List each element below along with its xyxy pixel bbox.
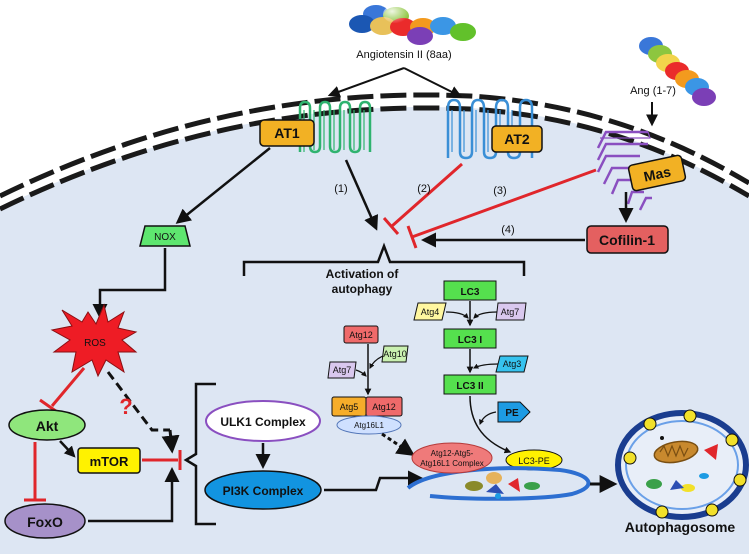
pe-arrow	[479, 411, 497, 426]
mas-badge	[627, 154, 687, 192]
pathway-3-label: (3)	[493, 185, 506, 197]
cargo-particles	[465, 472, 540, 499]
at2-badge	[491, 125, 543, 153]
atg3-tag	[495, 355, 529, 373]
atg10-arrow	[369, 355, 384, 369]
atg4-label: Atg4	[421, 307, 440, 317]
ang2-to-at2-arrow	[403, 67, 463, 98]
atg16l1-to-complex-arrow	[381, 432, 415, 456]
atg12-top-label: Atg12	[349, 330, 373, 340]
activation-brace	[242, 242, 526, 276]
pe-label: PE	[505, 408, 519, 419]
at2-inhibition-bar	[382, 217, 400, 235]
angiotensin-ii-ligand	[349, 5, 476, 45]
atg12-conj-label: Atg12	[372, 402, 396, 412]
lc3-i-label: LC3 I	[458, 335, 483, 346]
atg4-tag	[413, 302, 447, 321]
activation-label-2: autophagy	[332, 282, 393, 296]
cofilin-1-box	[586, 225, 669, 254]
ang2-to-at1-arrow	[327, 67, 405, 98]
akt-node	[8, 409, 86, 441]
atg16l1-label: Atg16L1	[354, 421, 384, 430]
atg12-atg5-atg16l1-complex	[411, 442, 493, 474]
ulk1-complex-label: ULK1 Complex	[220, 415, 306, 429]
mtor-label: mTOR	[90, 454, 129, 469]
atg4-arrow	[445, 311, 469, 319]
atg7-left-label: Atg7	[333, 365, 352, 375]
lc3-pe-label: LC3-PE	[518, 456, 550, 466]
nox-label: NOX	[154, 232, 176, 243]
foxo-label: FoxO	[27, 514, 63, 530]
pathway-1-label: (1)	[334, 183, 347, 195]
akt-to-mtor-arrow	[59, 440, 76, 458]
autophagosome-label: Autophagosome	[625, 519, 736, 535]
at2-inhibition-line	[391, 162, 463, 228]
ang-1-7-ligand	[639, 37, 716, 106]
atg7-left-tag	[327, 361, 357, 379]
at1-to-nox-arrow	[175, 147, 271, 224]
unknown-link-question: ?	[119, 394, 132, 419]
ang-1-7-label: Ang (1-7)	[630, 85, 676, 97]
at2-receptor	[446, 98, 534, 160]
complex-brace	[183, 382, 216, 526]
mtor-box	[77, 447, 141, 474]
pi3k-complex-node	[204, 470, 322, 510]
complex-label-2: Atg16L1 Complex	[420, 459, 484, 468]
pi3k-complex-label: PI3K Complex	[223, 484, 304, 498]
mas-inhibition-line	[411, 168, 597, 239]
at1-badge	[259, 119, 315, 147]
atg16l1-node	[336, 415, 402, 435]
atg5-label: Atg5	[340, 402, 359, 412]
lc3-ii-label: LC3 II	[456, 381, 483, 392]
mas-label: Mas	[642, 163, 672, 184]
nox-to-ros-arrow	[92, 248, 167, 319]
ulk1-complex-node	[205, 400, 321, 442]
atg7-right-label: Atg7	[501, 307, 520, 317]
nox-box	[139, 225, 191, 247]
at1-activation-arrow	[344, 159, 379, 231]
foxo-node	[4, 503, 86, 539]
pi3k-to-phagophore-arrow	[324, 470, 423, 492]
mas-inhibition-bar	[406, 225, 418, 249]
akt-label: Akt	[36, 418, 59, 434]
atg10-label: Atg10	[383, 349, 407, 359]
atg7-left-arrow	[355, 369, 367, 377]
atg3-arrow	[473, 363, 499, 369]
lc3-label: LC3	[461, 287, 480, 298]
pathway-2-label: (2)	[417, 183, 430, 195]
atg7-right-tag	[495, 302, 527, 321]
ros-dashed-link	[106, 371, 170, 432]
autophagosome	[615, 409, 749, 520]
ros-burst	[50, 303, 138, 378]
pathway-4-label: (4)	[501, 224, 514, 236]
at2-label: AT2	[504, 131, 530, 147]
at1-label: AT1	[274, 125, 300, 141]
lc3ii-to-lc3pe-arrow	[469, 395, 512, 454]
lc3-box	[443, 280, 497, 301]
lc3-ii-box	[443, 374, 497, 395]
ros-dashed-arrow	[161, 429, 180, 454]
foxo-activation-arrow	[88, 467, 180, 523]
lc3-i-box	[443, 328, 497, 349]
angiotensin-ii-label: Angiotensin II (8aa)	[356, 49, 451, 61]
atg12-top-box	[343, 325, 379, 344]
ros-label: ROS	[84, 338, 106, 349]
atg3-label: Atg3	[503, 359, 522, 369]
ros-inhibits-akt-line	[50, 367, 86, 407]
cofilin-1-label: Cofilin-1	[599, 232, 655, 248]
pe-tag	[497, 401, 531, 423]
atg12-conj-box	[365, 396, 403, 417]
complex-label-1: Atg12-Atg5-	[431, 449, 474, 458]
mas-receptor	[596, 130, 652, 211]
activation-label-1: Activation of	[326, 267, 400, 281]
atg7-right-arrow	[473, 311, 498, 319]
